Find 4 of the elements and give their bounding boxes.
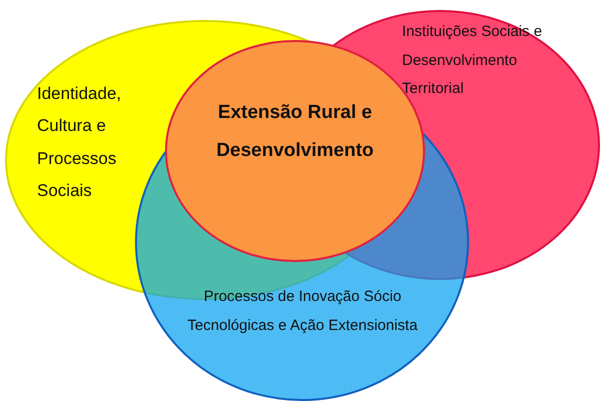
set-label: Identidade, Cultura e Processos Sociais: [37, 83, 122, 202]
center-label: Extensão Rural e Desenvolvimento: [215, 101, 375, 163]
set-label: Instituições Sociais e Desenvolvimento Territorial: [402, 22, 544, 99]
set-label: Processos de Inovação Sócio Tecnológicas e Ação Extensionista: [186, 287, 419, 336]
